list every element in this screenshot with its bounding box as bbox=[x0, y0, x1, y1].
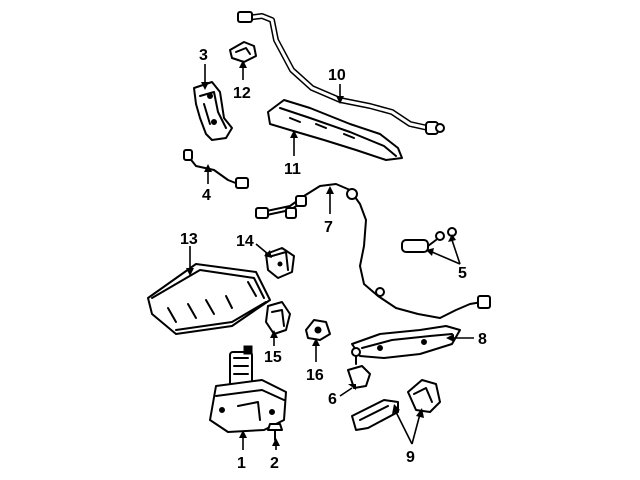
callout-3: 3 bbox=[199, 47, 208, 64]
callout-16: 16 bbox=[306, 367, 324, 384]
callout-11: 11 bbox=[284, 161, 301, 178]
part-9-sensors bbox=[351, 379, 441, 431]
part-15-mount bbox=[265, 301, 291, 335]
part-6-sensor bbox=[347, 347, 371, 389]
part-10-hose bbox=[237, 11, 445, 135]
callout-1: 1 bbox=[237, 455, 246, 472]
part-1-actuator bbox=[209, 345, 287, 433]
callout-7: 7 bbox=[324, 219, 333, 236]
callout-14: 14 bbox=[236, 233, 254, 250]
leader-lines bbox=[186, 60, 474, 450]
part-12-clip bbox=[229, 41, 257, 63]
part-11-shield bbox=[267, 99, 403, 161]
part-7-harness bbox=[255, 183, 491, 319]
part-13-module bbox=[147, 263, 271, 335]
callout-10: 10 bbox=[328, 67, 346, 84]
callout-2: 2 bbox=[270, 455, 279, 472]
part-14-bracket bbox=[265, 247, 295, 279]
part-4-sensor bbox=[183, 149, 249, 189]
part-3-bracket bbox=[193, 81, 233, 141]
part-8-bracket bbox=[351, 325, 461, 359]
callout-15: 15 bbox=[264, 349, 282, 366]
callout-5: 5 bbox=[458, 265, 467, 282]
part-16-grommet bbox=[305, 319, 331, 341]
callout-labels: 1 2 3 4 5 6 7 8 9 10 11 12 13 14 15 16 bbox=[180, 47, 487, 472]
part-2-bolt bbox=[267, 423, 283, 441]
callout-9: 9 bbox=[406, 449, 415, 466]
callout-12: 12 bbox=[233, 85, 251, 102]
part-5-connector bbox=[401, 227, 457, 253]
callout-6: 6 bbox=[328, 391, 337, 408]
callout-13: 13 bbox=[180, 231, 198, 248]
callout-8: 8 bbox=[478, 331, 487, 348]
callout-4: 4 bbox=[202, 187, 211, 204]
